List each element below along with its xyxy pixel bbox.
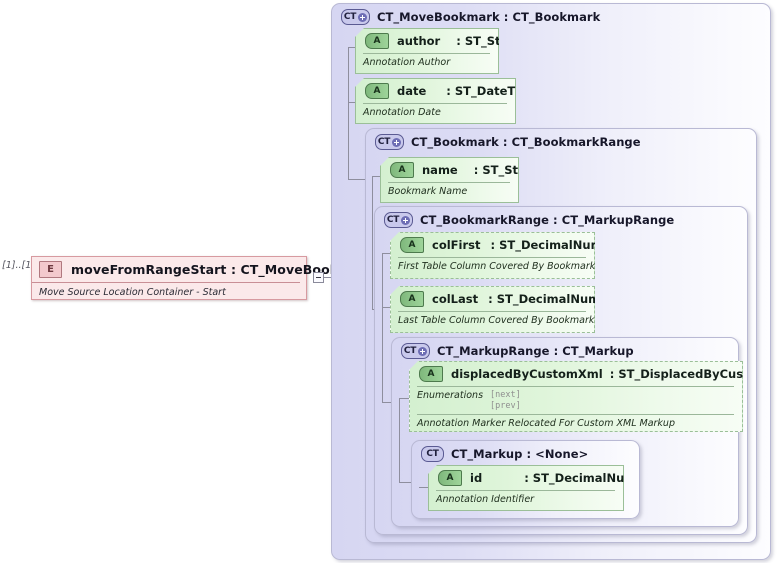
tree-line-horizontal bbox=[372, 176, 382, 177]
tree-line-horizontal bbox=[419, 487, 430, 488]
container-title: CT_MoveBookmark : CT_Bookmark bbox=[377, 10, 601, 24]
container-header-CT_Bookmark: CT CT_Bookmark : CT_BookmarkRange bbox=[375, 134, 641, 150]
attribute-documentation: Annotation Author bbox=[363, 57, 451, 68]
attribute-icon: A bbox=[438, 470, 462, 486]
enumeration-value: [prev] bbox=[490, 401, 521, 411]
attribute-author[interactable]: A author : ST_String Annotation Author bbox=[355, 28, 499, 74]
attribute-icon: A bbox=[365, 33, 389, 49]
enumerations-values: [next] [prev] bbox=[490, 390, 521, 412]
element-moveFromRangeStart[interactable]: E moveFromRangeStart : CT_MoveBookmark M… bbox=[31, 256, 374, 300]
plus-icon bbox=[392, 137, 402, 147]
plus-icon bbox=[358, 12, 368, 22]
enumerations-row: Enumerations [next] [prev] bbox=[410, 387, 742, 414]
tree-line-horizontal bbox=[399, 482, 418, 483]
attribute-name: author bbox=[397, 34, 441, 48]
attribute-name: id bbox=[470, 471, 483, 485]
expand-collapse-toggle[interactable] bbox=[313, 272, 324, 283]
attribute-header: A colFirst : ST_DecimalNumber bbox=[391, 233, 595, 257]
divider bbox=[417, 386, 734, 387]
tree-line-vertical bbox=[348, 47, 349, 179]
divider bbox=[436, 490, 615, 491]
element-documentation: Move Source Location Container - Start bbox=[39, 287, 226, 298]
tree-line-horizontal bbox=[399, 398, 410, 399]
attribute-documentation: Bookmark Name bbox=[388, 186, 468, 197]
attribute-header: A displacedByCustomXml : ST_DisplacedByC… bbox=[410, 362, 743, 386]
element-title: moveFromRangeStart : CT_MoveBookmark bbox=[71, 262, 375, 277]
attribute-type: : ST_DecimalNumber bbox=[524, 471, 658, 485]
divider bbox=[363, 53, 490, 54]
element-header: E moveFromRangeStart : CT_MoveBookmark bbox=[32, 257, 374, 283]
attribute-icon: A bbox=[400, 237, 424, 253]
attribute-type: : ST_String bbox=[473, 163, 545, 177]
tree-line-horizontal bbox=[348, 102, 357, 103]
tree-line-horizontal bbox=[348, 47, 357, 48]
container-title: CT_Bookmark : CT_BookmarkRange bbox=[411, 135, 641, 149]
container-header-CT_Markup: CT CT_Markup : <None> bbox=[421, 446, 588, 462]
attribute-type: : ST_String bbox=[456, 34, 527, 48]
tree-line-vertical bbox=[382, 253, 383, 402]
enumeration-value: [next] bbox=[490, 390, 521, 400]
attribute-documentation: Annotation Marker Relocated For Custom X… bbox=[417, 418, 675, 429]
complextype-icon: CT bbox=[401, 343, 430, 359]
element-icon: E bbox=[39, 261, 62, 278]
tree-line-vertical bbox=[399, 398, 400, 482]
attribute-documentation: First Table Column Covered By Bookmark bbox=[398, 261, 596, 272]
cardinality-label: [1]..[1] bbox=[2, 260, 35, 271]
container-header-CT_MarkupRange: CT CT_MarkupRange : CT_Markup bbox=[401, 343, 634, 359]
attribute-id[interactable]: A id : ST_DecimalNumber Annotation Ident… bbox=[428, 465, 624, 511]
attribute-date[interactable]: A date : ST_DateTime Annotation Date bbox=[355, 78, 516, 124]
attribute-header: A id : ST_DecimalNumber bbox=[429, 466, 624, 490]
attribute-header: A author : ST_String bbox=[356, 29, 499, 53]
attribute-icon: A bbox=[400, 291, 424, 307]
complextype-icon: CT bbox=[341, 9, 370, 25]
attribute-name: displacedByCustomXml bbox=[451, 367, 603, 381]
complextype-icon: CT bbox=[375, 134, 404, 150]
attribute-documentation: Annotation Identifier bbox=[436, 494, 535, 505]
attribute-documentation: Last Table Column Covered By Bookmark bbox=[398, 315, 595, 326]
tree-line-horizontal bbox=[348, 179, 367, 180]
attribute-icon: A bbox=[365, 83, 389, 99]
attribute-type: : ST_DecimalNumber bbox=[490, 238, 625, 252]
container-header-CT_BookmarkRange: CT CT_BookmarkRange : CT_MarkupRange bbox=[384, 212, 674, 228]
container-header-CT_MoveBookmark: CT CT_MoveBookmark : CT_Bookmark bbox=[341, 9, 600, 25]
attribute-displacedByCustomXml[interactable]: A displacedByCustomXml : ST_DisplacedByC… bbox=[409, 361, 743, 432]
plus-icon bbox=[401, 215, 411, 225]
attribute-type: : ST_DisplacedByCustomXml bbox=[609, 367, 778, 381]
divider bbox=[388, 182, 510, 183]
divider bbox=[398, 257, 586, 258]
attribute-name: colLast bbox=[432, 292, 479, 306]
attribute-name: name bbox=[422, 163, 458, 177]
divider bbox=[363, 103, 507, 104]
tree-line-horizontal bbox=[382, 307, 392, 308]
attribute-icon: A bbox=[390, 162, 414, 178]
complextype-icon: CT bbox=[421, 446, 444, 462]
attribute-icon: A bbox=[419, 366, 443, 382]
container-title: CT_MarkupRange : CT_Markup bbox=[437, 344, 634, 358]
attribute-name: colFirst bbox=[432, 238, 481, 252]
attribute-name: date bbox=[397, 84, 427, 98]
attribute-header: A colLast : ST_DecimalNumber bbox=[391, 287, 595, 311]
container-title: CT_Markup : <None> bbox=[451, 447, 589, 461]
attribute-type: : ST_DecimalNumber bbox=[488, 292, 622, 306]
container-title: CT_BookmarkRange : CT_MarkupRange bbox=[420, 213, 675, 227]
tree-line-vertical bbox=[372, 176, 373, 309]
attribute-colFirst[interactable]: A colFirst : ST_DecimalNumber First Tabl… bbox=[390, 232, 595, 279]
attribute-documentation: Annotation Date bbox=[363, 107, 441, 118]
attribute-header: A date : ST_DateTime bbox=[356, 79, 516, 103]
plus-icon bbox=[418, 346, 428, 356]
attribute-name-box[interactable]: A name : ST_String Bookmark Name bbox=[380, 157, 519, 203]
attribute-colLast[interactable]: A colLast : ST_DecimalNumber Last Table … bbox=[390, 286, 595, 333]
divider bbox=[417, 414, 734, 415]
divider bbox=[398, 311, 586, 312]
enumerations-label: Enumerations bbox=[417, 390, 484, 401]
tree-line-horizontal bbox=[382, 253, 392, 254]
attribute-header: A name : ST_String bbox=[381, 158, 519, 182]
complextype-icon: CT bbox=[384, 212, 413, 228]
attribute-type: : ST_DateTime bbox=[446, 84, 539, 98]
